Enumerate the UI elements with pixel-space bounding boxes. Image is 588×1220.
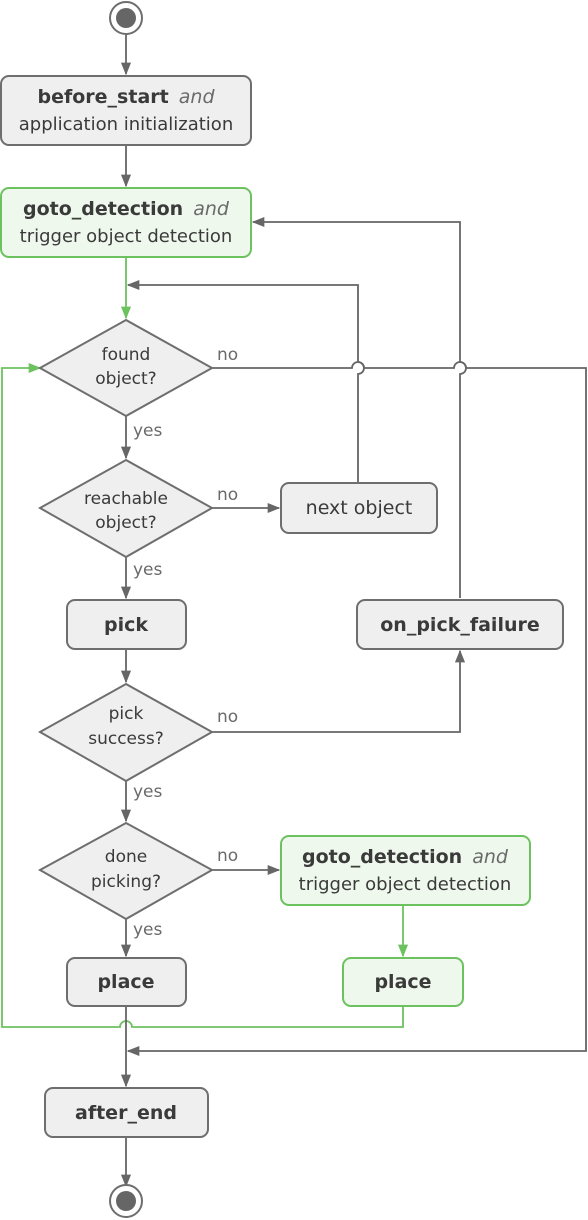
svg-text:goto_detection and: goto_detection and xyxy=(23,198,230,220)
reachable-object-line1: reachable xyxy=(84,489,168,509)
goto-detection-bottom-conj: and xyxy=(472,846,509,868)
edges xyxy=(1,35,587,1188)
on-pick-failure-label: on_pick_failure xyxy=(380,614,540,636)
pick-success-line1: pick xyxy=(109,704,144,724)
label-reachable-no: no xyxy=(217,485,238,505)
goto-detection-top-conj: and xyxy=(193,198,230,220)
label-pick-no: no xyxy=(217,707,238,727)
goto-detection-top-desc: trigger object detection xyxy=(20,226,233,247)
found-object-decision: found object? xyxy=(37,318,215,418)
label-done-no: no xyxy=(217,846,238,866)
before-start-node: before_start and application initializat… xyxy=(0,75,252,146)
edge-found-no xyxy=(126,361,587,1057)
place-left-label: place xyxy=(97,971,154,993)
pick-node: pick xyxy=(66,599,187,650)
before-start-desc: application initialization xyxy=(19,114,233,135)
done-picking-line2: picking? xyxy=(91,872,161,892)
pick-success-decision: pick success? xyxy=(37,682,215,783)
goto-detection-top-name: goto_detection xyxy=(23,198,183,220)
svg-text:goto_detection and: goto_detection and xyxy=(302,846,509,868)
start-node xyxy=(109,1,143,35)
pick-success-line2: success? xyxy=(88,729,164,749)
label-done-yes: yes xyxy=(133,920,163,940)
done-picking-line1: done xyxy=(105,847,147,867)
before-start-name: before_start xyxy=(37,86,168,108)
edge-on-pick-failure-loop xyxy=(251,216,467,598)
label-pick-yes: yes xyxy=(133,782,163,802)
found-object-line1: found xyxy=(102,345,151,365)
label-found-yes: yes xyxy=(133,421,163,441)
goto-detection-bottom-node: goto_detection and trigger object detect… xyxy=(280,835,531,906)
edge-pick-success-no xyxy=(212,649,466,733)
on-pick-failure-node: on_pick_failure xyxy=(356,599,564,650)
place-right-label: place xyxy=(374,971,431,993)
edge-place-right-loop xyxy=(1,362,404,1028)
done-picking-decision: done picking? xyxy=(37,821,215,921)
place-right-node: place xyxy=(342,957,464,1007)
next-object-node: next object xyxy=(280,482,438,534)
pick-label: pick xyxy=(104,614,148,636)
goto-detection-bottom-desc: trigger object detection xyxy=(299,874,512,895)
edge-labels: no yes no yes no yes no yes xyxy=(133,345,238,940)
goto-detection-top-node: goto_detection and trigger object detect… xyxy=(0,187,252,258)
after-end-node: after_end xyxy=(44,1087,209,1138)
end-node xyxy=(109,1184,143,1218)
next-object-label: next object xyxy=(306,497,413,519)
svg-text:before_start and: before_start and xyxy=(37,86,215,108)
label-reachable-yes: yes xyxy=(133,560,163,580)
found-object-line2: object? xyxy=(95,369,156,389)
reachable-object-line2: object? xyxy=(95,513,156,533)
place-left-node: place xyxy=(66,957,187,1007)
label-found-no: no xyxy=(217,345,238,365)
reachable-object-decision: reachable object? xyxy=(37,458,215,559)
after-end-label: after_end xyxy=(75,1102,177,1124)
goto-detection-bottom-name: goto_detection xyxy=(302,846,462,868)
before-start-conj: and xyxy=(179,86,216,108)
